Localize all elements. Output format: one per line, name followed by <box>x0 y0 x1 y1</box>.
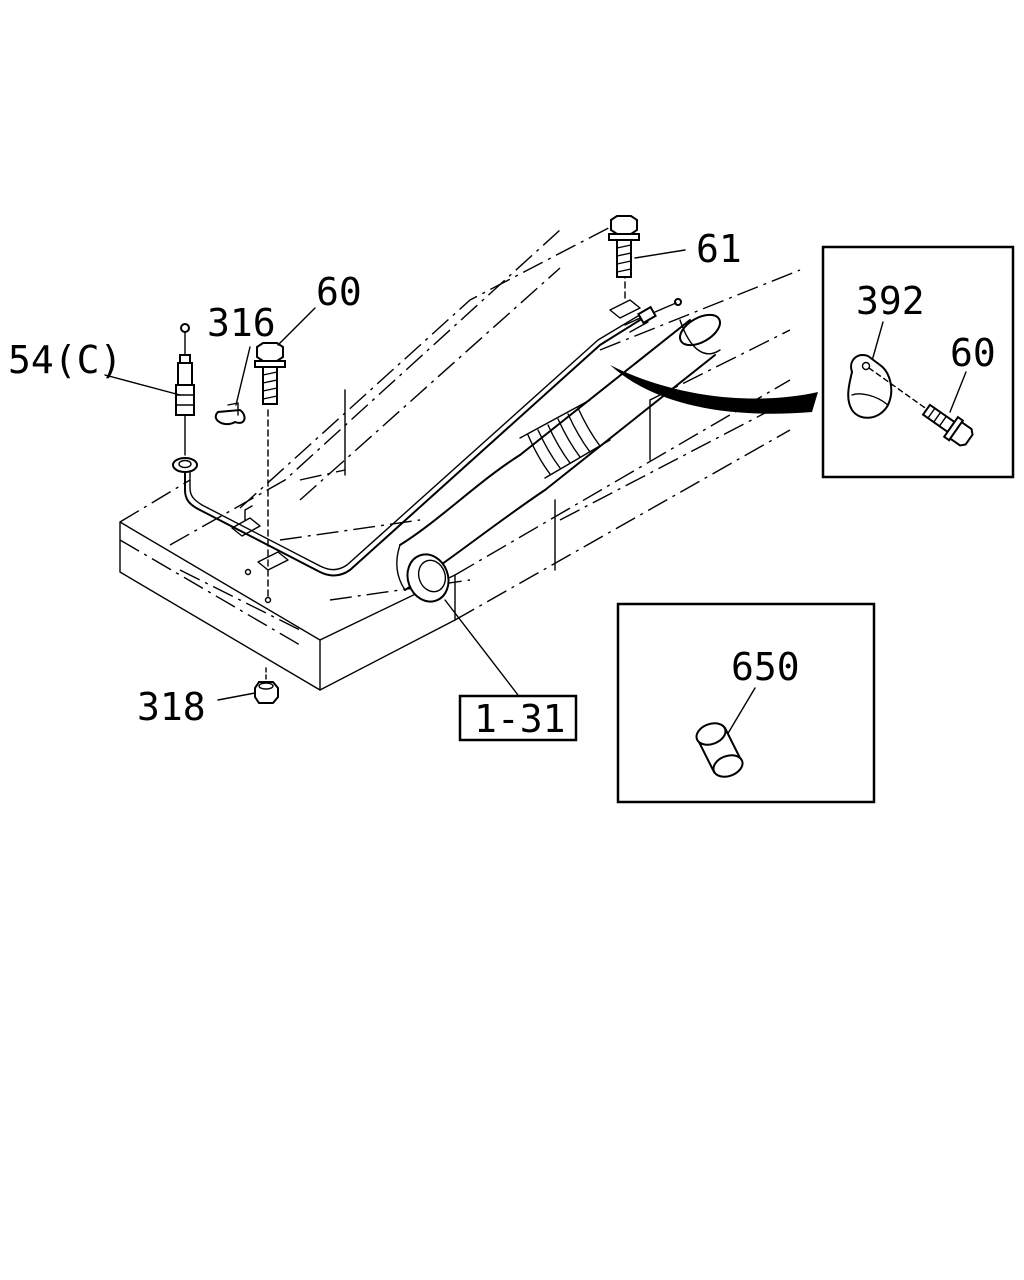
nut-318 <box>254 667 279 704</box>
label-61: 61 <box>696 227 742 271</box>
clip-on-rail <box>609 299 641 319</box>
clamp-392 <box>847 354 893 419</box>
inset-clamp-detail <box>821 245 1015 479</box>
label-392: 392 <box>856 279 925 323</box>
reference-box-1-31 <box>458 694 578 742</box>
label-318: 318 <box>137 685 206 729</box>
label-316: 316 <box>207 301 276 345</box>
label-60: 60 <box>316 270 362 314</box>
frame-structure <box>119 221 801 691</box>
label-1-31: 1-31 <box>474 697 566 741</box>
label-60-inset: 60 <box>950 331 996 375</box>
cable-assembly <box>172 298 682 577</box>
bolt-60 <box>254 342 286 405</box>
mount-bracket <box>244 261 626 604</box>
clamp-axis <box>868 367 936 416</box>
flex-joint <box>519 399 611 479</box>
exhaust-pipe <box>396 313 721 603</box>
clip-316 <box>214 402 246 426</box>
cap-650 <box>695 722 744 778</box>
bolt-61 <box>608 215 640 278</box>
detail-pointer <box>610 365 818 414</box>
inset-cap-detail <box>616 602 876 804</box>
clip-on-frame <box>231 505 261 537</box>
label-54c: 54(C) <box>8 338 122 382</box>
label-650: 650 <box>731 645 800 689</box>
inset-bolt-60 <box>921 403 974 447</box>
